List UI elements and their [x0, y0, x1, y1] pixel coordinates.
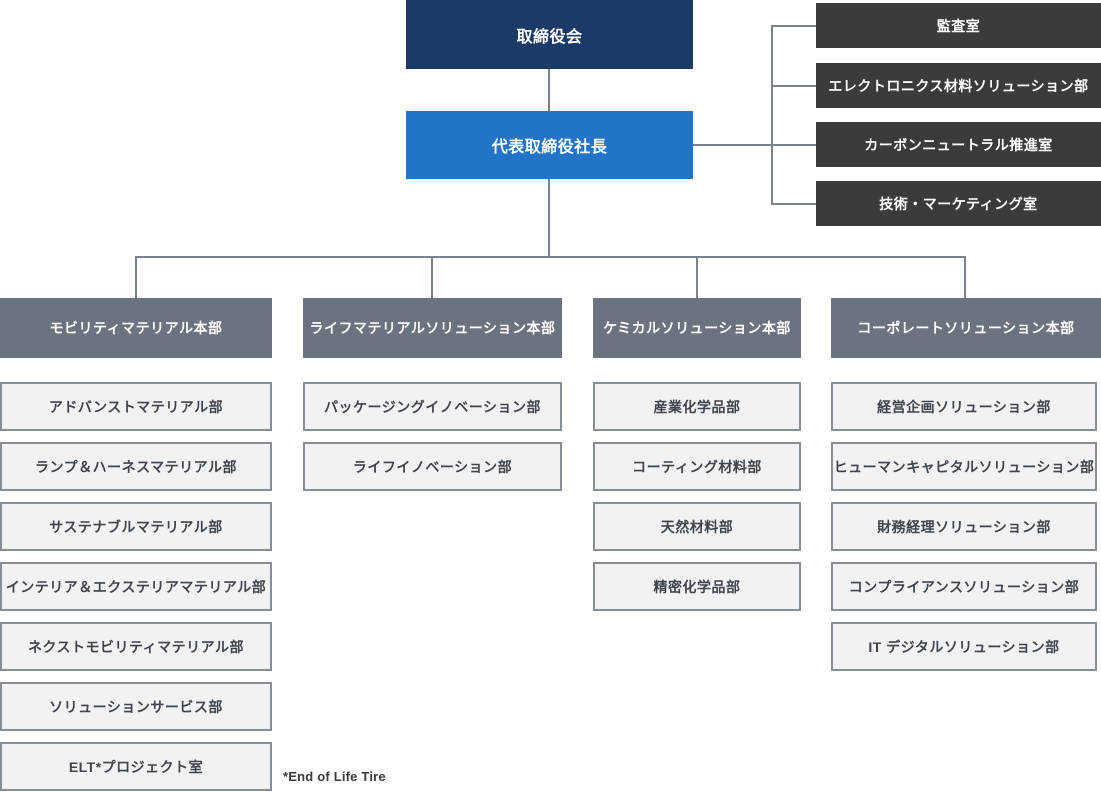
connector-drop-division-3	[696, 256, 698, 298]
department-box: 産業化学品部	[593, 382, 801, 431]
footnote-elt: *End of Life Tire	[283, 769, 386, 784]
department-box: ソリューションサービス部	[0, 682, 272, 731]
department-box: ヒューマンキャピタルソリューション部	[831, 442, 1097, 491]
board-of-directors-box: 取締役会	[406, 0, 693, 69]
connector-president-trunk	[548, 179, 550, 258]
division-header-chemical: ケミカルソリューション本部	[593, 298, 801, 358]
department-box: パッケージングイノベーション部	[303, 382, 562, 431]
department-box: コーティング材料部	[593, 442, 801, 491]
staff-office-carbon-neutral: カーボンニュートラル推進室	[816, 122, 1101, 167]
department-box: コンプライアンスソリューション部	[831, 562, 1097, 611]
department-box: インテリア＆エクステリアマテリアル部	[0, 562, 272, 611]
department-box: ネクストモビリティマテリアル部	[0, 622, 272, 671]
connector-staff-branch-2	[771, 85, 816, 87]
connector-board-president	[548, 69, 550, 111]
connector-staff-branch-4	[771, 203, 816, 205]
department-box: ランプ＆ハーネスマテリアル部	[0, 442, 272, 491]
department-box: 天然材料部	[593, 502, 801, 551]
staff-office-tech-marketing: 技術・マーケティング室	[816, 181, 1101, 226]
department-box: 経営企画ソリューション部	[831, 382, 1097, 431]
department-box: 財務経理ソリューション部	[831, 502, 1097, 551]
department-box: サステナブルマテリアル部	[0, 502, 272, 551]
department-box: アドバンストマテリアル部	[0, 382, 272, 431]
connector-staff-branch-1	[771, 25, 816, 27]
connector-president-staff	[693, 144, 816, 146]
department-box: ライフイノベーション部	[303, 442, 562, 491]
connector-distributor	[135, 256, 966, 258]
president-box: 代表取締役社長	[406, 111, 693, 179]
connector-drop-division-2	[431, 256, 433, 298]
department-box: ELT*プロジェクト室	[0, 742, 272, 791]
connector-drop-division-4	[964, 256, 966, 298]
division-header-mobility: モビリティマテリアル本部	[0, 298, 272, 358]
division-header-life-material: ライフマテリアルソリューション本部	[303, 298, 562, 358]
connector-staff-trunk	[771, 25, 773, 205]
division-header-corporate: コーポレートソリューション本部	[831, 298, 1101, 358]
department-box: IT デジタルソリューション部	[831, 622, 1097, 671]
staff-office-audit: 監査室	[816, 3, 1101, 48]
staff-office-electronics-materials: エレクトロニクス材料ソリューション部	[816, 63, 1101, 108]
connector-drop-division-1	[135, 256, 137, 298]
department-box: 精密化学品部	[593, 562, 801, 611]
